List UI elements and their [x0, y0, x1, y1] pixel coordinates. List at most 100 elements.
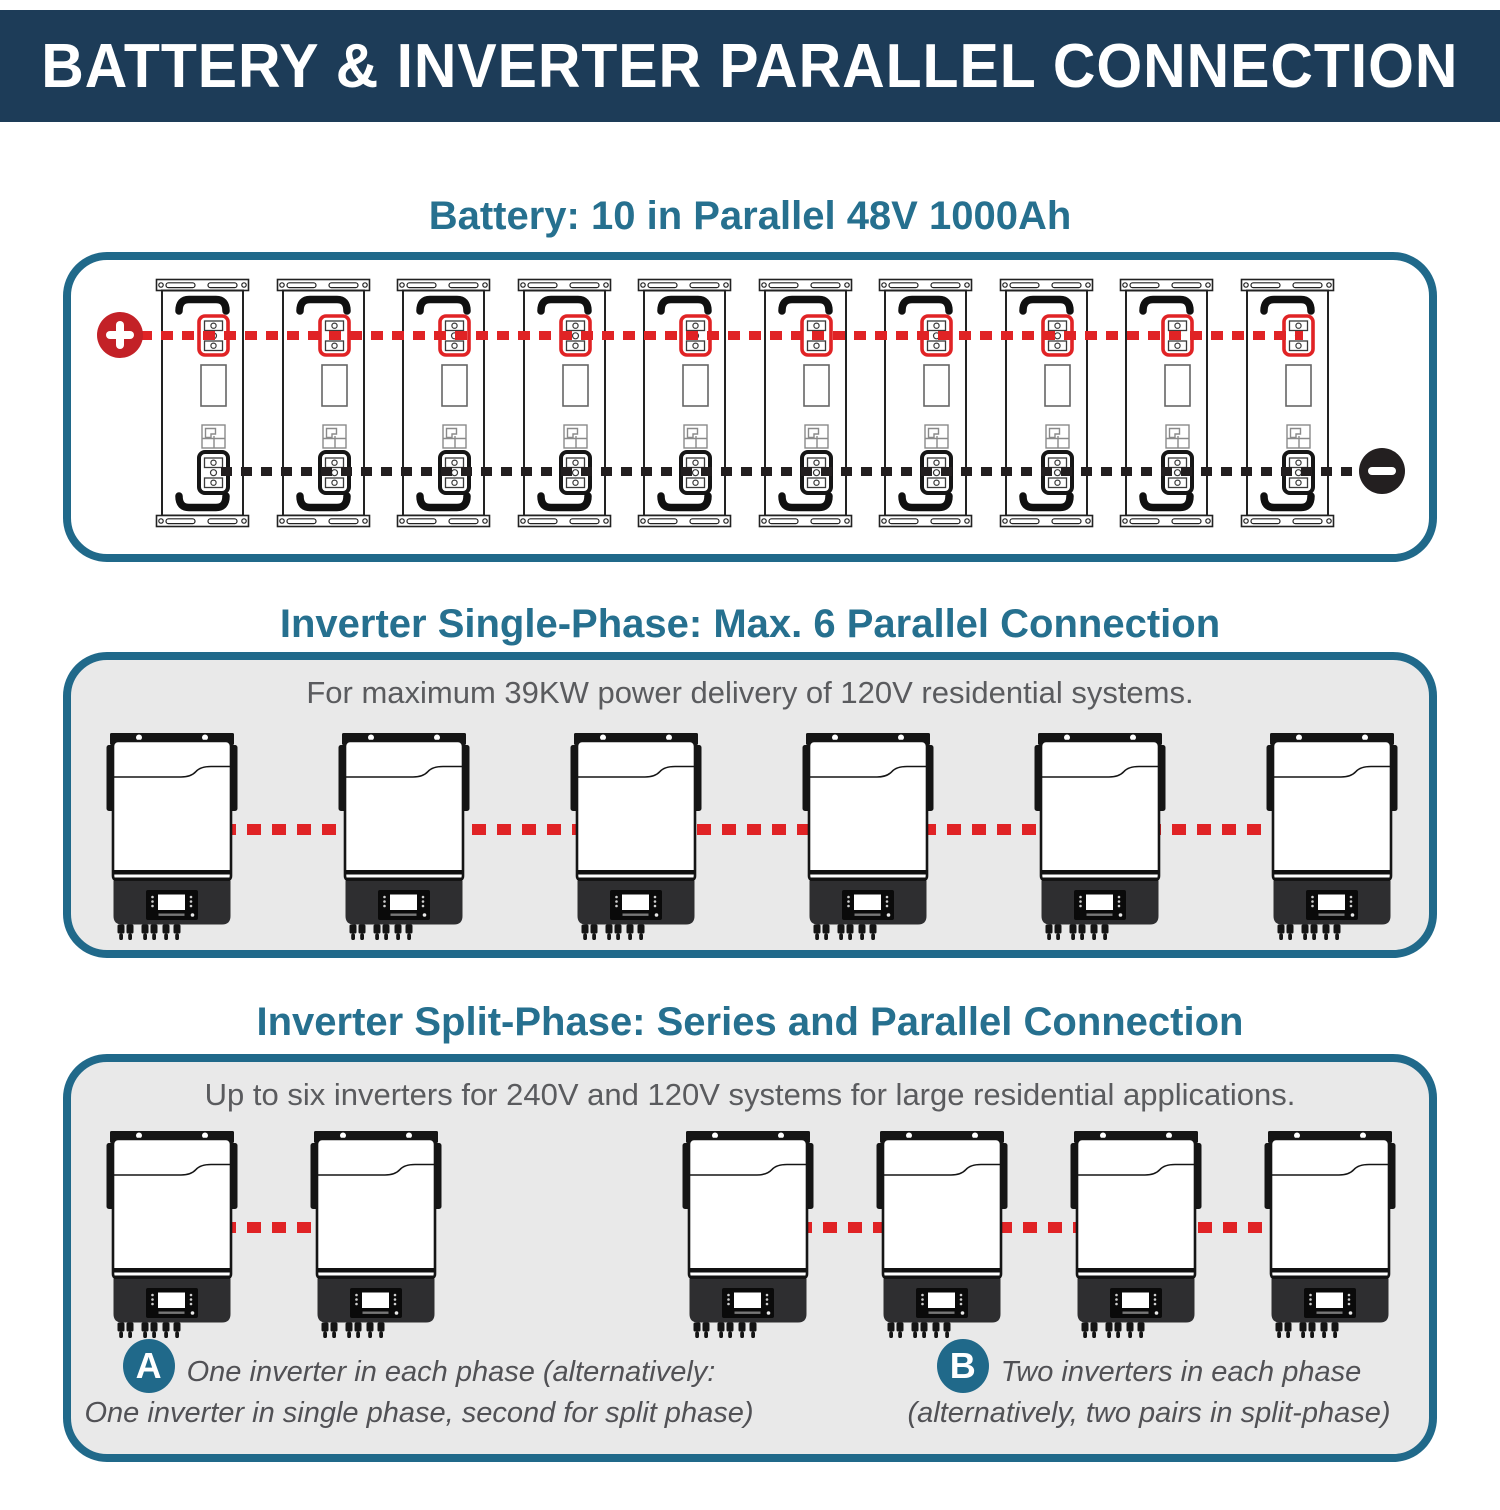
- breaker-switch: [683, 424, 708, 449]
- display-unit: [378, 890, 430, 920]
- stripe-bottom: [1041, 877, 1159, 881]
- stripe-bottom: [345, 877, 463, 881]
- breaker-switch: [1045, 424, 1070, 449]
- top-handle: [295, 295, 351, 315]
- inverter-body: [1269, 1137, 1391, 1281]
- stripe-top: [689, 1268, 807, 1273]
- battery-unit: [637, 278, 732, 528]
- panel-seam: [346, 765, 462, 778]
- panel-seam: [578, 765, 694, 778]
- label-area: [200, 364, 227, 407]
- label-area: [802, 364, 830, 407]
- top-handle: [657, 295, 712, 315]
- breaker-switch: [442, 424, 467, 449]
- stripe-bottom: [113, 1275, 231, 1279]
- minus-icon: [1359, 448, 1405, 494]
- breaker-switch: [924, 424, 949, 449]
- inverter-body: [111, 1137, 233, 1281]
- inverter-unit: [1034, 733, 1166, 940]
- panel-seam: [884, 1163, 1000, 1176]
- breaker-switch: [1286, 424, 1311, 449]
- battery-unit: [396, 278, 491, 528]
- stripe-top: [577, 870, 695, 875]
- caption-row: A One inverter in each phase (alternativ…: [71, 1339, 1429, 1433]
- inverter-unit: [682, 1131, 814, 1338]
- battery-unit: [155, 278, 250, 528]
- output-connectors: [813, 924, 877, 940]
- inverter-unit: [338, 733, 470, 940]
- display-unit: [722, 1288, 774, 1318]
- caption-a-text1: One inverter in each phase (alternativel…: [186, 1356, 716, 1388]
- bottom-handle: [777, 492, 833, 512]
- inverter-body: [575, 739, 697, 883]
- output-connectors: [1275, 1322, 1339, 1338]
- display-unit: [916, 1288, 968, 1318]
- split-phase-inverter-row: [101, 1130, 1401, 1345]
- label-area: [682, 364, 709, 407]
- label-area: [923, 364, 951, 407]
- top-flange: [396, 278, 491, 292]
- bottom-flange: [1120, 514, 1214, 528]
- caption-b: B Two inverters in each phase (alternati…: [869, 1339, 1429, 1433]
- label-area: [561, 364, 589, 407]
- infographic-canvas: BATTERY & INVERTER PARALLEL CONNECTION B…: [0, 10, 1500, 1510]
- panel-seam: [1042, 765, 1158, 778]
- battery-unit: [276, 278, 370, 528]
- top-handle: [416, 295, 471, 315]
- battery-unit: [1240, 278, 1335, 528]
- caption-b-line1: B Two inverters in each phase: [869, 1339, 1429, 1393]
- battery-unit: [999, 278, 1094, 528]
- page-title: BATTERY & INVERTER PARALLEL CONNECTION: [41, 31, 1459, 101]
- inverter-body: [1039, 739, 1161, 883]
- stripe-top: [345, 870, 463, 875]
- bottom-handle: [1139, 492, 1195, 512]
- bottom-handle: [1019, 492, 1074, 512]
- output-connectors: [693, 1322, 757, 1338]
- split-phase-heading: Inverter Split-Phase: Series and Paralle…: [256, 1000, 1244, 1044]
- inverter-group-a: [101, 1130, 447, 1345]
- label-area: [441, 364, 468, 407]
- inverter-unit: [1070, 1131, 1202, 1338]
- output-connectors: [117, 924, 181, 940]
- top-flange: [1240, 278, 1335, 292]
- label-area: [1044, 364, 1071, 407]
- stripe-bottom: [689, 1275, 807, 1279]
- stripe-bottom: [577, 877, 695, 881]
- stripe-top: [1041, 870, 1159, 875]
- inverter-body: [687, 1137, 809, 1281]
- panel-seam: [318, 1163, 434, 1176]
- stripe-bottom: [113, 877, 231, 881]
- inverter-group-b: [677, 1130, 1401, 1345]
- bottom-handle: [536, 492, 592, 512]
- battery-unit: [758, 278, 853, 528]
- display-unit: [1074, 890, 1126, 920]
- top-handle: [898, 295, 954, 315]
- inverter-body: [315, 1137, 437, 1281]
- top-flange: [637, 278, 732, 292]
- stripe-bottom: [809, 877, 927, 881]
- caption-a-text2: One inverter in single phase, second for…: [84, 1397, 754, 1429]
- output-connectors: [1081, 1322, 1145, 1338]
- stripe-bottom: [1273, 877, 1391, 881]
- caption-b-text1: Two inverters in each phase: [1000, 1356, 1362, 1388]
- display-unit: [1306, 890, 1358, 920]
- label-area: [1285, 364, 1312, 407]
- stripe-top: [113, 870, 231, 875]
- panel-seam: [1078, 1163, 1194, 1176]
- negative-bus-line: [221, 467, 1361, 476]
- bottom-handle: [175, 492, 230, 512]
- panel-seam: [114, 1163, 230, 1176]
- plus-icon: [97, 312, 143, 358]
- panel-seam: [1272, 1163, 1388, 1176]
- inverter-body: [881, 1137, 1003, 1281]
- top-handle: [1019, 295, 1074, 315]
- bottom-flange: [758, 514, 853, 528]
- top-handle: [536, 295, 592, 315]
- inverter-body: [1271, 739, 1393, 883]
- bottom-flange: [517, 514, 611, 528]
- inverter-unit: [106, 1131, 238, 1338]
- inverter-unit: [1266, 733, 1398, 940]
- stripe-top: [1271, 1268, 1389, 1273]
- output-connectors: [321, 1322, 385, 1338]
- positive-bus-line: [119, 331, 1303, 340]
